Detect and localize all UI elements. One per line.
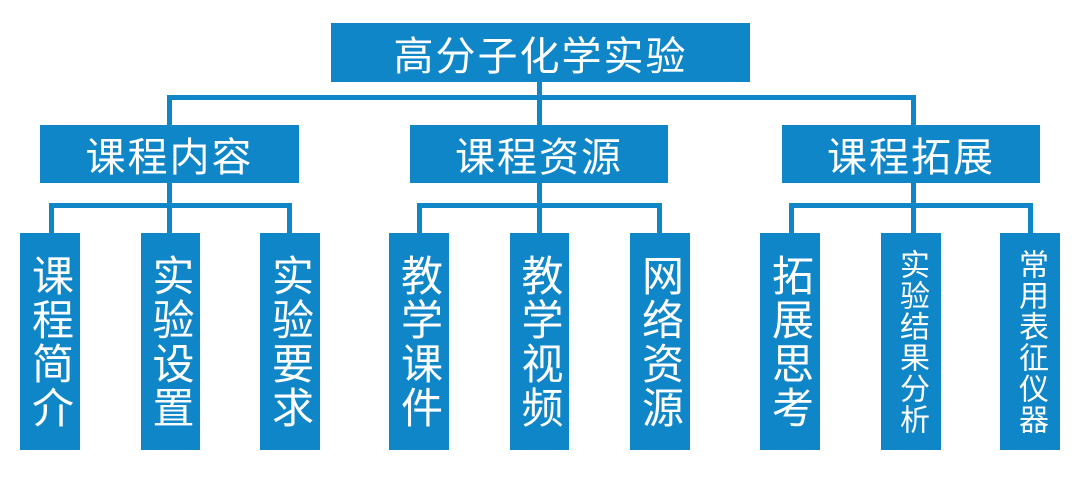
connector-leaf-3-1	[789, 203, 794, 233]
root-label: 高分子化学实验	[393, 33, 688, 80]
leaf-node-experiment-setup: 实验设置	[141, 233, 200, 450]
category-label: 课程资源	[455, 135, 623, 181]
connector-cat-1-up	[167, 95, 172, 125]
category-label: 课程内容	[85, 135, 254, 181]
connector-cat-3-up	[911, 95, 916, 125]
leaf-node-result-analysis: 实验结果分析	[881, 233, 941, 450]
category-node-course-resources: 课程资源	[410, 125, 668, 183]
connector-leaf-2-2	[537, 203, 542, 233]
leaf-label: 拓展思考	[765, 253, 815, 430]
leaf-label: 网络资源	[635, 253, 685, 430]
leaf-node-online-resources: 网络资源	[630, 233, 690, 450]
leaf-label: 实验结果分析	[894, 248, 929, 435]
category-label: 课程拓展	[827, 135, 995, 181]
category-node-course-content: 课程内容	[40, 125, 299, 183]
leaf-node-characterization-instruments: 常用表征仪器	[1000, 233, 1060, 450]
connector-cat-2-up	[537, 95, 542, 125]
connector-leaf-1-2	[167, 203, 172, 233]
connector-leaf-3-3	[1028, 203, 1033, 233]
root-node: 高分子化学实验	[331, 23, 750, 82]
connector-leaf-1-3	[287, 203, 292, 233]
connector-cat-2-down	[537, 183, 542, 207]
connector-cat-1-down	[167, 183, 172, 207]
leaf-node-teaching-video: 教学视频	[510, 233, 569, 450]
leaf-label: 教学课件	[394, 253, 444, 430]
leaf-node-experiment-requirements: 实验要求	[260, 233, 320, 450]
leaf-node-extended-thinking: 拓展思考	[760, 233, 820, 450]
connector-leaf-2-3	[657, 203, 662, 233]
connector-leaf-2-1	[417, 203, 422, 233]
category-node-course-extension: 课程拓展	[782, 125, 1040, 183]
leaf-label: 常用表征仪器	[1013, 248, 1048, 435]
leaf-label: 课程简介	[25, 253, 75, 430]
leaf-label: 教学视频	[515, 253, 564, 430]
leaf-label: 实验设置	[146, 253, 195, 430]
connector-cat-3-down	[911, 183, 916, 207]
leaf-node-teaching-slides: 教学课件	[389, 233, 449, 450]
connector-root-down	[537, 82, 542, 98]
connector-leaf-1-1	[49, 203, 54, 233]
leaf-label: 实验要求	[265, 253, 315, 430]
leaf-node-course-intro: 课程简介	[20, 233, 80, 450]
connector-leaf-3-2	[911, 203, 916, 233]
